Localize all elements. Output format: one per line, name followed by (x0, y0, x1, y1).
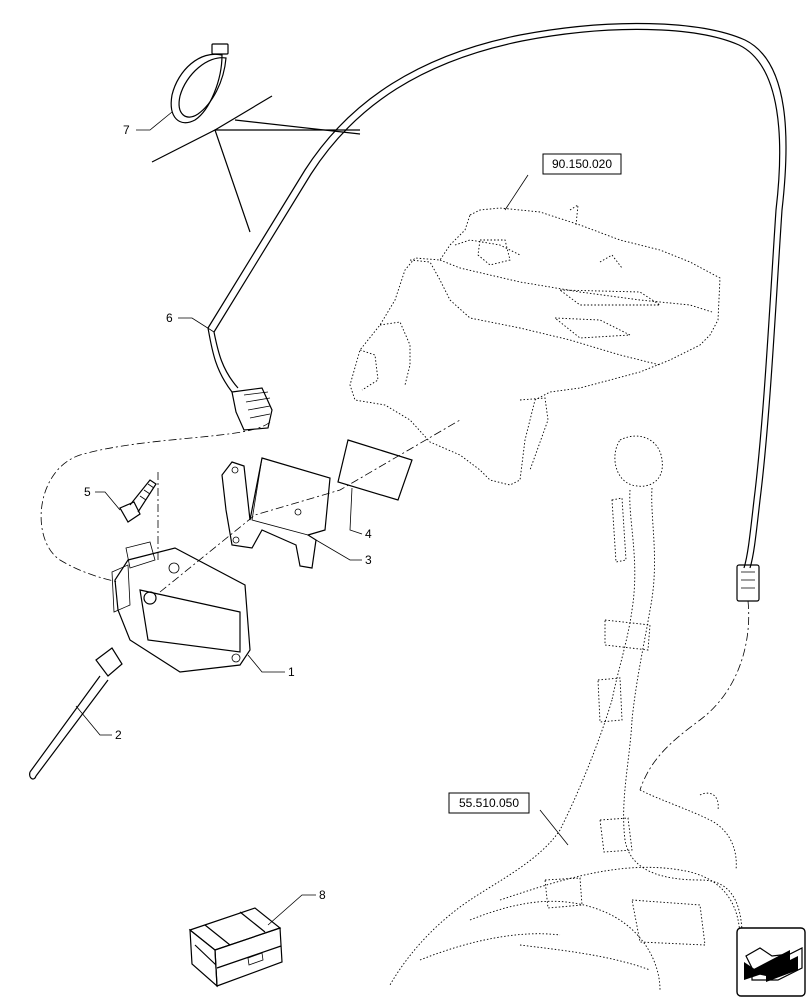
callout-burst (151, 95, 361, 233)
bolt-part-5 (119, 479, 157, 523)
main-harness-assembly (389, 435, 743, 991)
cable-connector-left (231, 387, 273, 431)
pad-part-4 (337, 439, 413, 501)
shipping-crate-part-8 (188, 907, 283, 988)
callout-2: 2 (115, 728, 122, 742)
route-line-connector-to-ecu (40, 421, 271, 583)
callout-4: 4 (365, 527, 372, 541)
cable-tie-part-7 (170, 43, 229, 124)
ecu-module-part-1 (111, 541, 251, 673)
callout-8: 8 (319, 888, 326, 902)
callout-leaders (75, 111, 569, 926)
cable-harness-part-6 (207, 22, 787, 569)
callout-7: 7 (123, 123, 130, 137)
callout-6: 6 (166, 311, 173, 325)
cable-connector-right (639, 564, 760, 791)
callout-1: 1 (288, 665, 295, 679)
arrow-left-down-icon[interactable] (736, 927, 806, 997)
callout-3: 3 (365, 553, 372, 567)
center-line-bracket (159, 419, 461, 593)
reference-box-bottom[interactable]: 55.510.050 (448, 792, 530, 814)
callout-5: 5 (84, 485, 91, 499)
antenna-part-2 (29, 647, 123, 780)
reference-box-top[interactable]: 90.150.020 (542, 153, 622, 175)
cab-panel-assembly (349, 204, 721, 486)
bracket-part-3 (221, 457, 331, 569)
reference-label-bottom: 55.510.050 (459, 796, 519, 810)
reference-label-top: 90.150.020 (552, 157, 612, 171)
